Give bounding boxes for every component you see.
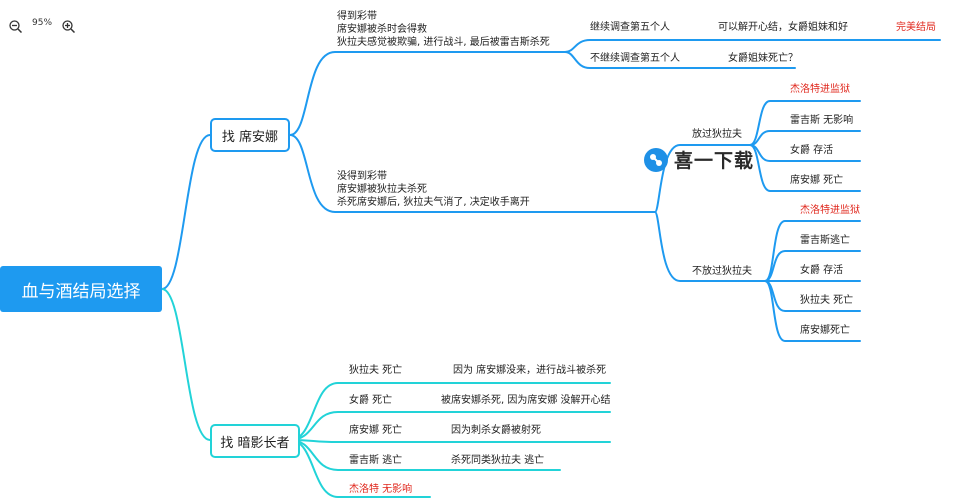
connector-no-release [654, 211, 766, 282]
connector-release [654, 144, 751, 213]
release-dettlaff-label[interactable]: 放过狄拉夫 [692, 129, 742, 140]
no-release-item-4[interactable]: 狄拉夫 死亡 [800, 295, 854, 306]
shadow-row-2-who[interactable]: 女爵 死亡 [349, 395, 393, 406]
connector-stop [564, 51, 796, 69]
release-item-3[interactable]: 女爵 存活 [790, 145, 834, 156]
connector-got-ribbon [289, 51, 566, 136]
shadow-row-3-why[interactable]: 因为刺杀女爵被射死 [451, 425, 541, 436]
shadow-row-3-who[interactable]: 席安娜 死亡 [349, 425, 403, 436]
perfect-ending-tag[interactable]: 完美结局 [896, 22, 936, 33]
got-ribbon-line-2: 席安娜被杀时会得救 [337, 24, 427, 35]
shadow-row-5-who[interactable]: 杰洛特 无影响 [349, 484, 413, 495]
watermark: 喜一下载 [644, 146, 754, 173]
no-release-item-1[interactable]: 杰洛特进监狱 [800, 205, 860, 216]
continue-investigation-label[interactable]: 继续调查第五个人 [590, 22, 670, 33]
shadow-row-1-why[interactable]: 因为 席安娜没来，进行战斗被杀死 [453, 365, 607, 376]
shadow-row-4-who[interactable]: 雷吉斯 逃亡 [349, 455, 403, 466]
no-release-item-5[interactable]: 席安娜死亡 [800, 325, 850, 336]
continue-result[interactable]: 可以解开心结，女爵姐妹和好 [718, 22, 848, 33]
no-release-dettlaff-label[interactable]: 不放过狄拉夫 [692, 266, 752, 277]
got-ribbon-line-3: 狄拉夫感觉被欺骗, 进行战斗, 最后被雷吉斯杀死 [337, 37, 550, 48]
shadow-row-1-who[interactable]: 狄拉夫 死亡 [349, 365, 403, 376]
connector-root-branch-a [161, 134, 211, 290]
root-node[interactable]: 血与酒结局选择 [0, 266, 162, 312]
no-ribbon-line-3: 杀死席安娜后, 狄拉夫气消了, 决定收手离开 [337, 197, 530, 208]
watermark-text: 喜一下载 [674, 150, 755, 172]
no-release-item-2[interactable]: 雷吉斯逃亡 [800, 235, 850, 246]
got-ribbon-line-1: 得到彩带 [337, 11, 377, 22]
zoom-level: 95% [32, 18, 53, 28]
no-ribbon-line-1: 没得到彩带 [337, 171, 387, 182]
branch-find-shadow-elder[interactable]: 找 暗影长者 [210, 424, 300, 458]
no-release-item-3[interactable]: 女爵 存活 [800, 265, 844, 276]
zoom-in-icon[interactable] [62, 20, 75, 33]
stop-result[interactable]: 女爵姐妹死亡？ [728, 53, 798, 64]
connector-root-branch-b [161, 288, 211, 441]
stop-investigation-label[interactable]: 不继续调查第五个人 [590, 53, 680, 64]
shadow-row-4-why[interactable]: 杀死同类狄拉夫 逃亡 [451, 455, 545, 466]
release-item-2[interactable]: 雷吉斯 无影响 [790, 115, 854, 126]
shadow-row-2-why[interactable]: 被席安娜杀死, 因为席安娜 没解开心结 [441, 395, 611, 406]
connector-continue [564, 39, 941, 53]
connector-no-ribbon [289, 134, 656, 213]
branch-find-shianna[interactable]: 找 席安娜 [210, 118, 290, 152]
release-item-4[interactable]: 席安娜 死亡 [790, 175, 844, 186]
release-item-1[interactable]: 杰洛特进监狱 [790, 84, 850, 95]
zoom-out-icon[interactable] [9, 20, 22, 33]
no-ribbon-line-2: 席安娜被狄拉夫杀死 [337, 184, 427, 195]
watermark-logo-icon [644, 147, 668, 172]
